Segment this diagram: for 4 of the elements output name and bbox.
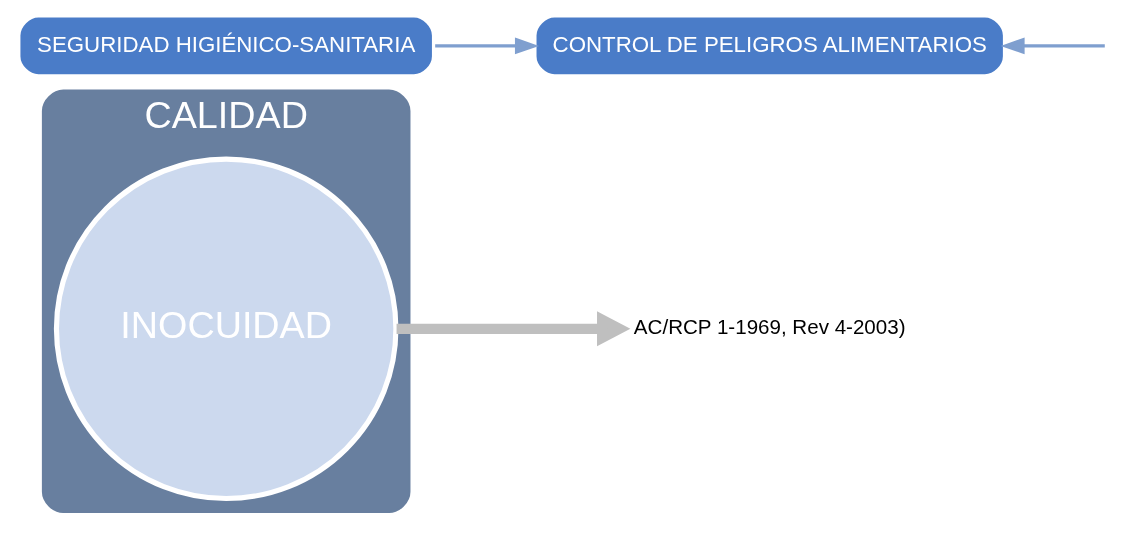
arrow [1000, 37, 1105, 55]
node-text: AC/RCP 1-1969, Rev 4-2003) [633, 315, 906, 339]
arrow [396, 311, 630, 347]
arrow [434, 37, 539, 55]
